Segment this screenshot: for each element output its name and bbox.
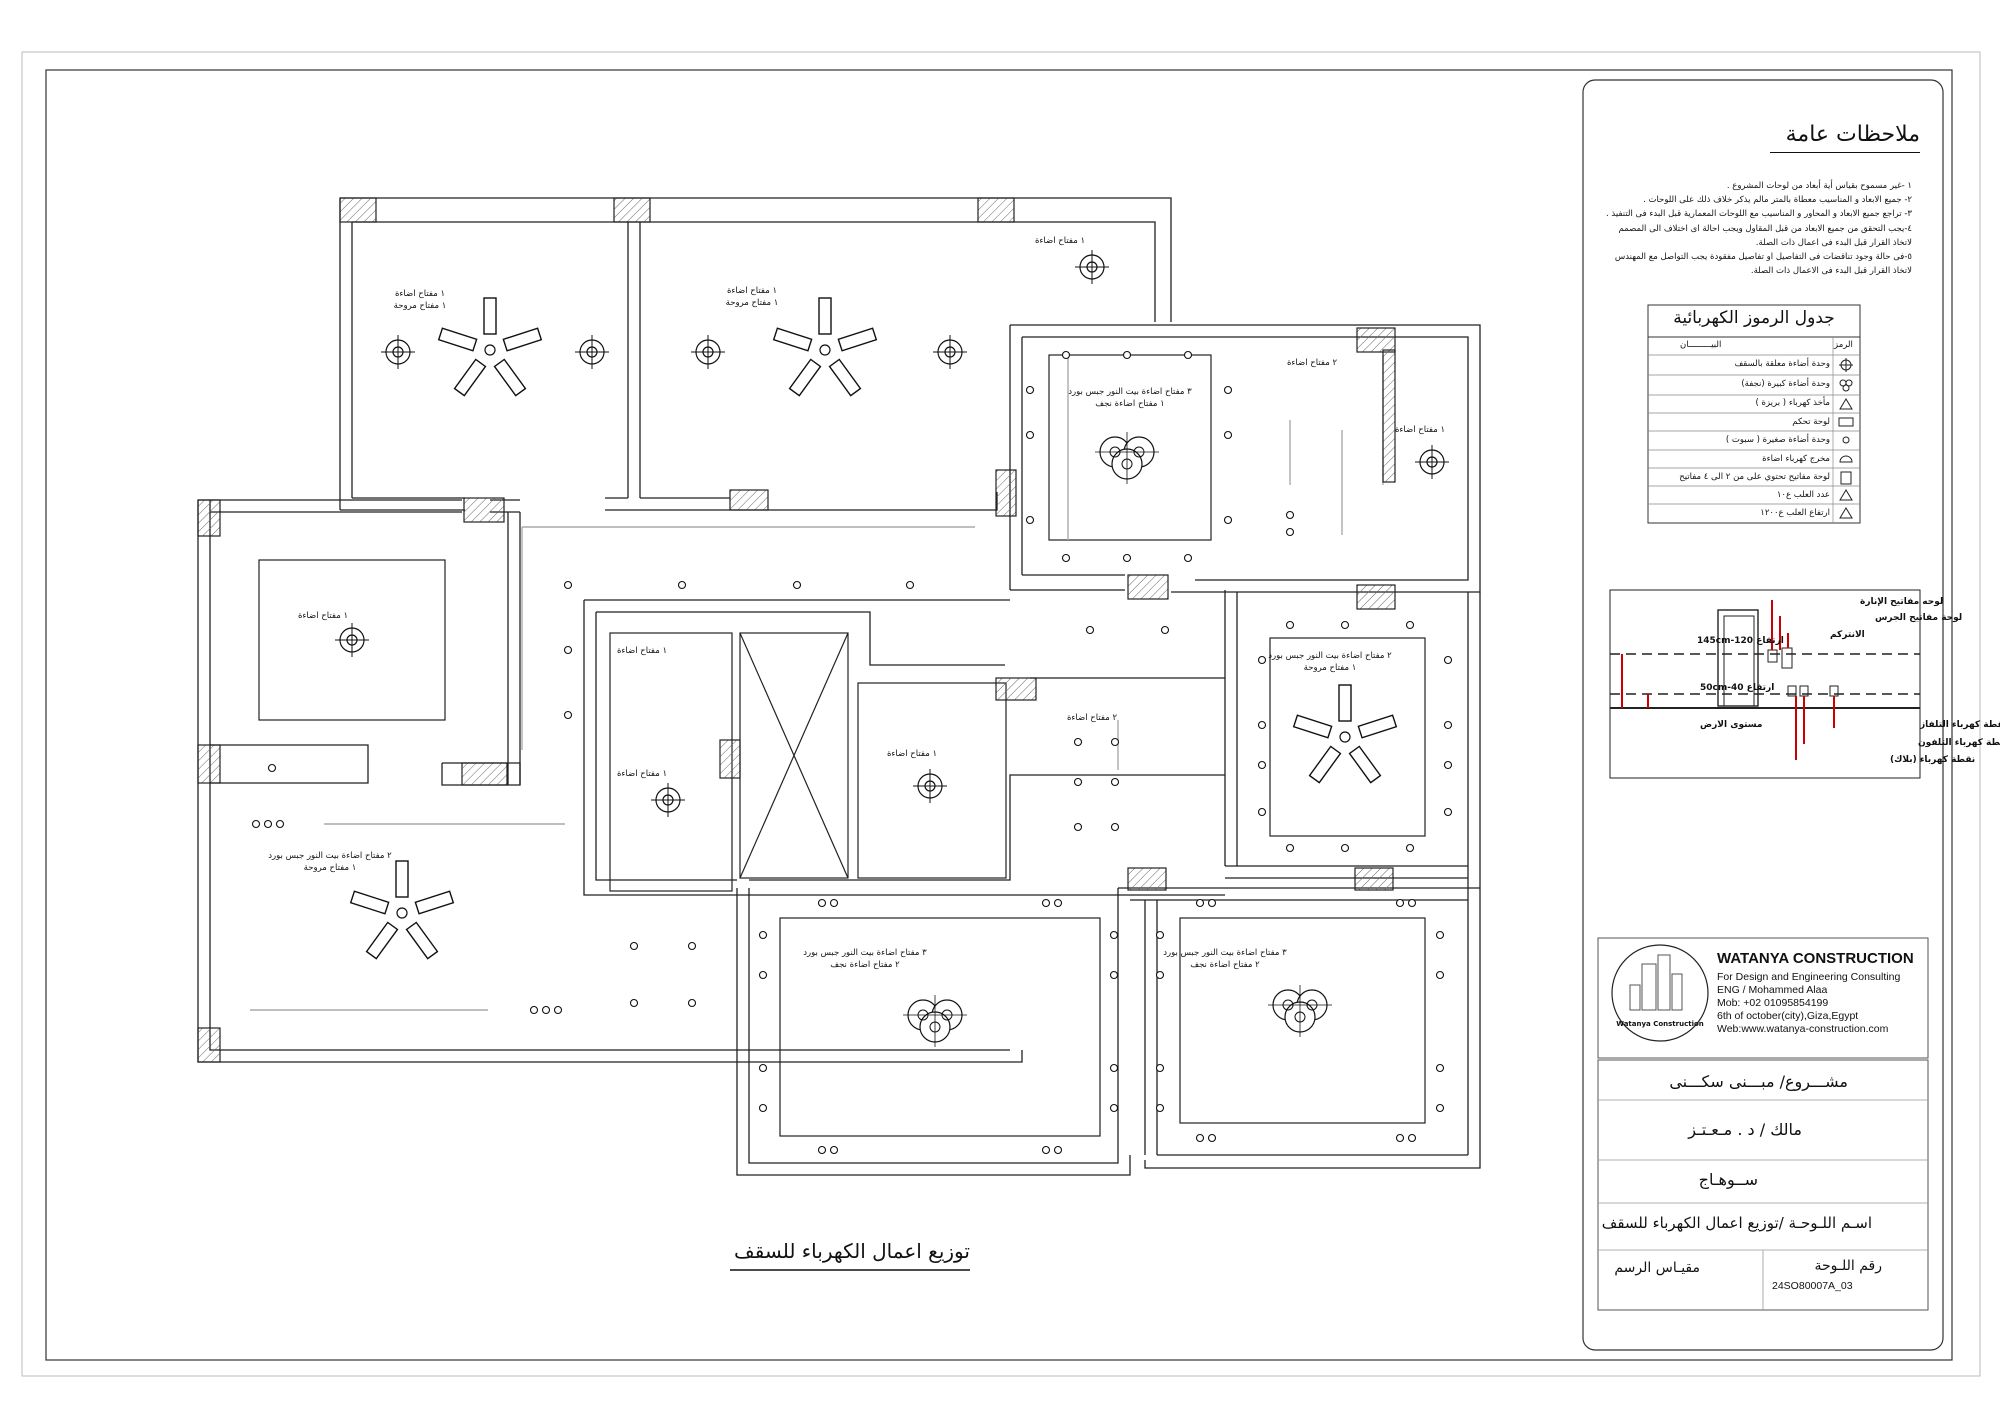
company-line-3: Mob: +02 01095854199 [1717, 997, 1829, 1009]
note-4b: لاتخاذ القرار قبل البدء فى اعمال ذات الص… [1755, 238, 1912, 248]
note-5b: لاتخاذ القرار قبل البدء فى الاعمال ذات ا… [1750, 266, 1912, 276]
legend-table [1647, 304, 1861, 524]
location: ســوهـاج [1698, 1170, 1758, 1189]
room-label: ١ مفتاح اضاءة [617, 769, 667, 779]
logo-text: Watanya Construction [1616, 1020, 1704, 1028]
note-2: ٢- جميع الابعاد و المناسيب معطاة بالمتر … [1643, 195, 1912, 205]
legend-row-3: مأخذ كهرباء ( بريزة ) [1755, 398, 1830, 408]
legend-row-2: وحدة أضاءة كبيرة (نجفة) [1741, 379, 1830, 389]
room-label: ١ مفتاح اضاءة [727, 286, 777, 296]
legend-symbols [1838, 358, 1854, 519]
room-label: ١ مفتاح اضاءة نجف [1095, 399, 1164, 409]
room-label: ١ مفتاح مروحة [304, 863, 357, 873]
general-notes-title: ملاحظات عامة [1785, 122, 1920, 147]
legend-row-9: ارتفاع العلب ع١٢٠٠ [1760, 508, 1830, 518]
room-label: ١ مفتاح اضاءة [617, 646, 667, 656]
room-labels: ١ مفتاح اضاءة ١ مفتاح مروحة ١ مفتاح اضاء… [268, 236, 1445, 970]
note-5: ٥-فى حالة وجود تناقضات فى التفاصيل او تف… [1614, 252, 1912, 262]
scale-label: مقيـاس الرسم [1614, 1260, 1700, 1276]
room-label: ٣ مفتاح اضاءة بيت النور جبس بورد [1163, 948, 1287, 958]
tv-point-label: نقطة كهرباء التلفاز [1919, 720, 2000, 730]
legend-row-5: وحدة أضاءة صغيرة ( سبوت ) [1725, 435, 1830, 445]
company-line-5: Web:www.watanya-construction.com [1717, 1023, 1889, 1035]
company-name: WATANYA CONSTRUCTION [1717, 950, 1914, 967]
heights-diagram-frame [1609, 589, 1921, 779]
note-1: ١ -غير مسموح بقياس أية أبعاد من لوحات ال… [1726, 181, 1912, 191]
room-label: ١ مفتاح اضاءة [395, 289, 445, 299]
legend-row-lines [1648, 337, 1860, 523]
legend-row-8: عدد العلب ع١٠ [1776, 490, 1830, 500]
note-4: ٤-يجب التحقق من جميع الابعاد من قبل المق… [1618, 224, 1912, 234]
legend-row-1: وحدة أضاءة معلقة بالسقف [1734, 359, 1830, 369]
switch-panel-label: لوحه مفاتيح الإنارة [1860, 597, 1943, 607]
legend-row-7: لوحة مفاتيح تحتوي على من ٢ الى ٤ مفاتيح [1679, 472, 1830, 482]
logo-buildings [1629, 954, 1683, 1011]
legend-col-desc: البيـــــــــان [1680, 340, 1722, 350]
room-label: ٢ مفتاح اضاءة بيت النور جبس بورد [268, 851, 392, 861]
room-label: ١ مفتاح اضاءة [887, 749, 937, 759]
titleblock-frame [1582, 79, 1944, 1351]
legend-row-6: مخرج كهرباء اضاءة [1762, 454, 1830, 464]
sheet-outer-border [21, 51, 1981, 1377]
room-label: ١ مفتاح مروحة [394, 301, 447, 311]
height-2-label: ارتفاع 40-50cm [1700, 683, 1774, 693]
room-label: ٢ مفتاح اضاءة [1067, 713, 1118, 723]
intercom-label: الانتركم [1830, 630, 1865, 640]
phone-point-label: نقطة كهرباء التلفون [1918, 738, 2000, 748]
company-line-4: 6th of october(city),Giza,Egypt [1717, 1010, 1859, 1022]
company-logo [1611, 944, 1709, 1042]
heights-diagram [1610, 600, 1920, 760]
room-label: ٣ مفتاح اضاءة بيت النور جبس بورد [803, 948, 927, 958]
legend-title: جدول الرموز الكهربائية [1673, 308, 1835, 328]
spot-lights [251, 350, 1453, 1155]
room-label: ٢ مفتاح اضاءة نجف [1190, 960, 1260, 970]
company-line-1: For Design and Engineering Consulting [1717, 971, 1901, 983]
columns [197, 197, 1396, 1063]
sheet-name: اسـم اللـوحـة /توزيع اعمال الكهرباء للسق… [1601, 1214, 1872, 1232]
sheet-inner-border [45, 69, 1953, 1361]
sheet-no: 24SO80007A_03 [1772, 1280, 1853, 1292]
bell-panel-label: لوحة مفاتيح الجرس [1875, 613, 1962, 623]
heights-labels: لوحه مفاتيح الإنارة لوحة مفاتيح الجرس ال… [1697, 597, 2000, 765]
project-name: مشـــروع/ مبـــنى سكـــنى [1669, 1072, 1848, 1091]
company-box [1597, 937, 1929, 1059]
room-label: ١ مفتاح اضاءة [1395, 425, 1445, 435]
room-label: ١ مفتاح اضاءة [298, 611, 348, 621]
ceiling-panels [258, 354, 1426, 1137]
light-fixtures [334, 249, 1450, 818]
room-label: ٢ مفتاح اضاءة بيت النور جبس بورد [1268, 651, 1392, 661]
room-label: ١ مفتاح مروحة [1304, 663, 1357, 673]
sheet-no-label: رقم اللـوحة [1814, 1258, 1882, 1274]
room-label: ١ مفتاح اضاءة [1035, 236, 1085, 246]
legend-col-symbol: الرمز [1834, 340, 1853, 350]
general-notes-underline [1770, 152, 1920, 153]
drawing-title: توزيع اعمال الكهرباء للسقف [734, 1239, 970, 1263]
walls [197, 197, 1481, 1176]
socket-point-label: نقطة كهرباء (بلاك) [1890, 755, 1975, 765]
height-1-label: ارتفاع 120-145cm [1697, 636, 1784, 646]
company-line-2: ENG / Mohammed Alaa [1717, 984, 1828, 996]
room-label: ٢ مفتاح اضاءة [1287, 358, 1338, 368]
room-label: ١ مفتاح مروحة [726, 298, 779, 308]
room-label: ٢ مفتاح اضاءة نجف [830, 960, 900, 970]
legend-row-4: لوحة تحكم [1792, 417, 1830, 427]
note-3: ٣- تراجع جميع الابعاد و المحاور و المناس… [1606, 209, 1912, 219]
owner-name: مالك / د . مـعـتـز [1688, 1120, 1802, 1139]
floor-label: مستوى الارض [1700, 720, 1763, 730]
room-label: ٣ مفتاح اضاءة بيت النور جبس بورد [1068, 387, 1192, 397]
